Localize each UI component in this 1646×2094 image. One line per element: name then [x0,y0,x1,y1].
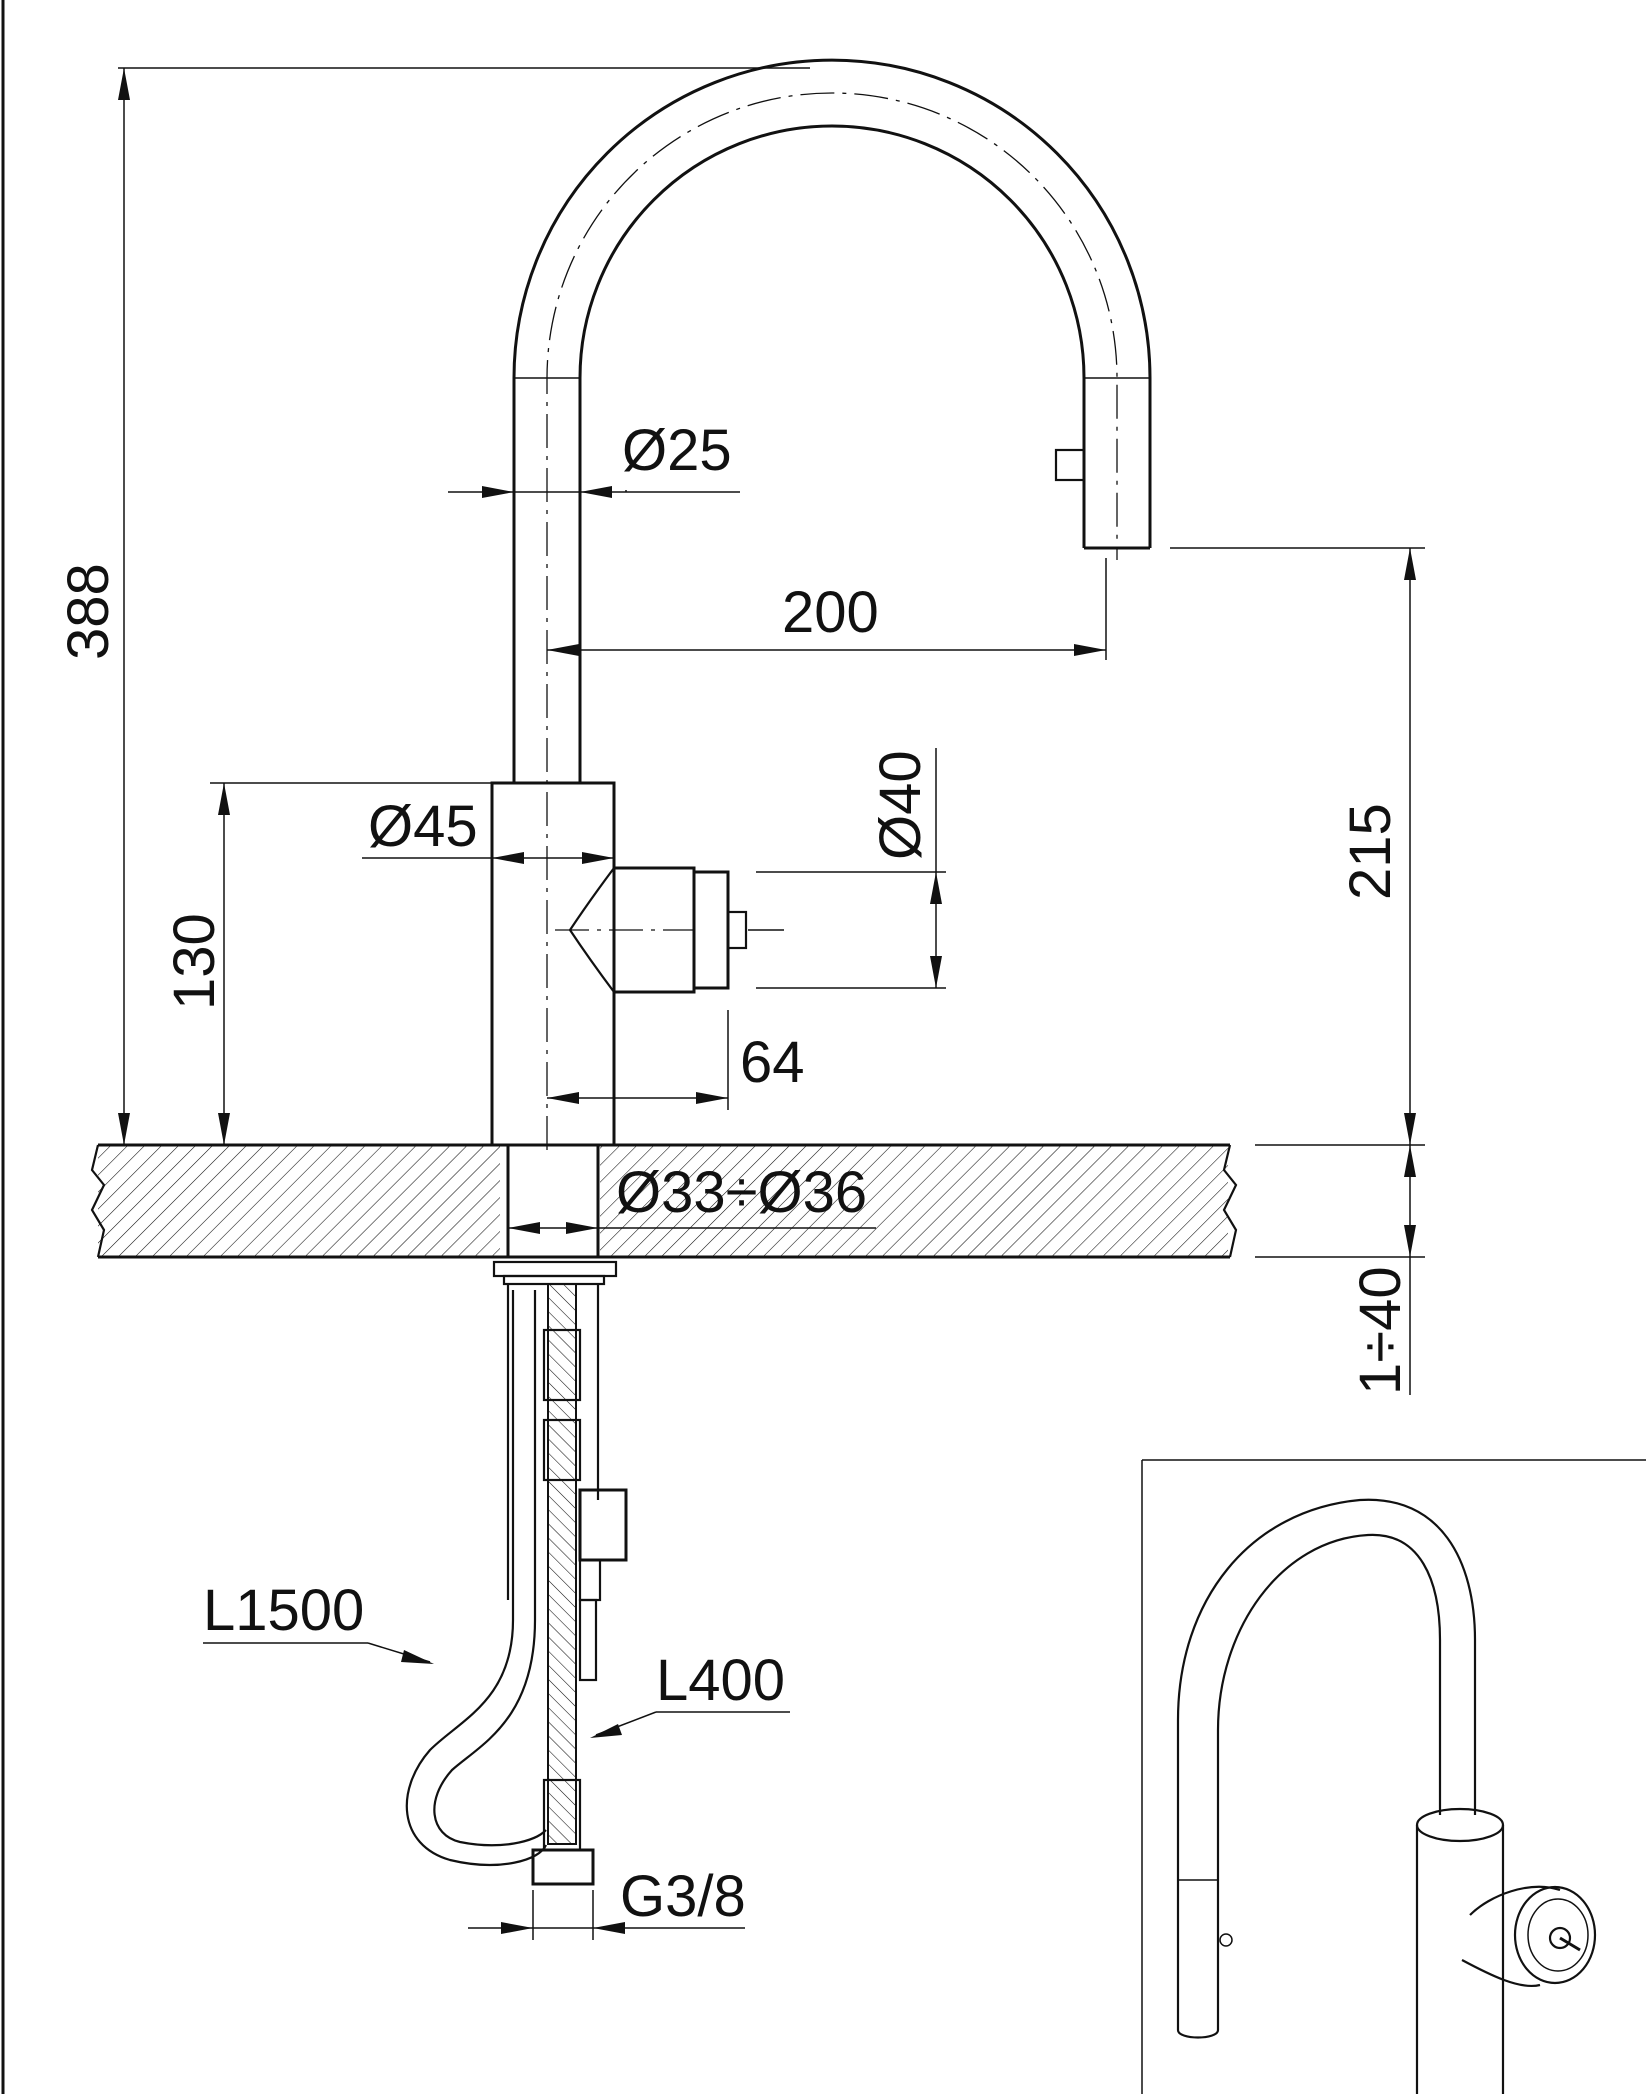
label-l400: L400 [656,1648,785,1713]
faucet-body [405,58,1152,1886]
dim-388: 388 [56,563,121,660]
label-l1500: L1500 [203,1578,364,1643]
dim-diameter-40: Ø40 [868,750,933,860]
dim-counter-thickness: 1÷40 [1348,1266,1413,1395]
perspective-view [1141,1459,1646,2094]
dim-130: 130 [162,913,227,1010]
dim-64: 64 [740,1030,805,1095]
dim-215: 215 [1338,803,1403,900]
label-g3-8: G3/8 [620,1864,746,1929]
dim-200: 200 [782,580,879,645]
dim-diameter-45: Ø45 [368,794,478,859]
dim-diameter-25: Ø25 [622,418,732,483]
dim-mount-hole: Ø33÷Ø36 [616,1160,867,1225]
countertop-section [90,1143,1238,1259]
dimension-lines [118,67,1425,1940]
